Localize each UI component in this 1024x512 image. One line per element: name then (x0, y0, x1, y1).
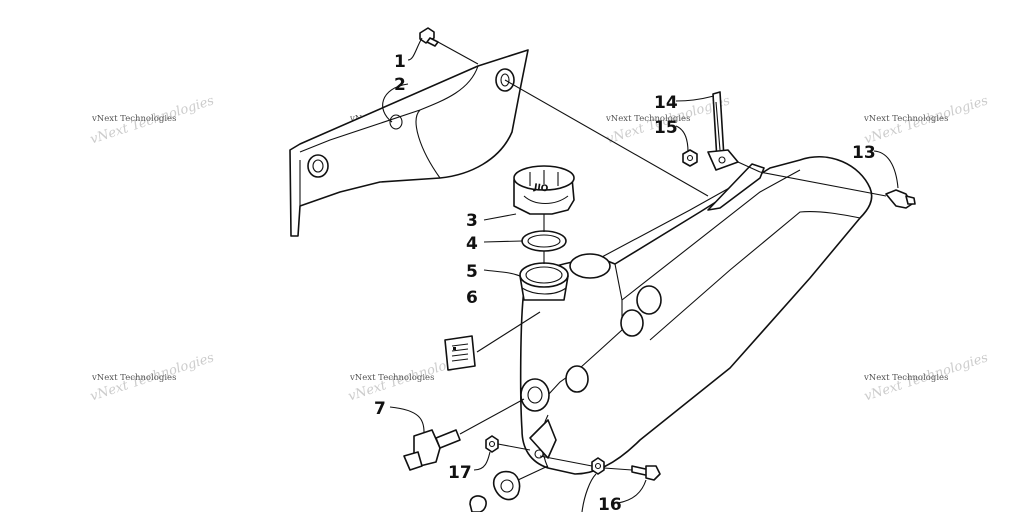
label-mark (453, 347, 456, 350)
bolt-part-13 (885, 189, 916, 209)
fuel-valve-part-7 (403, 398, 525, 471)
fuel-tank (519, 156, 873, 475)
fuel-label-part-6 (444, 335, 476, 371)
assembly-lines (497, 79, 887, 481)
nut-part-15 (682, 149, 698, 167)
leader-line (437, 41, 479, 65)
callout-2: 2 (394, 75, 406, 95)
bolt-part-1 (419, 27, 439, 47)
leader-lines (382, 37, 899, 512)
callout-17: 17 (448, 463, 472, 483)
watermark: vNext Technologies (91, 114, 176, 124)
fuel-cap-part-3: JIO (513, 165, 575, 215)
callout-15: 15 (654, 118, 678, 138)
fuel-cap-marking: JIO (532, 183, 549, 195)
callout-16: 16 (598, 495, 622, 512)
nut-part-17 (485, 435, 499, 453)
watermark: vNext Technologies (605, 114, 690, 124)
callouts: 1 2 3 4 5 6 7 13 14 15 16 17 (374, 52, 876, 512)
heat-shield (289, 49, 529, 237)
callout-7: 7 (374, 399, 386, 419)
callout-14: 14 (654, 93, 678, 113)
watermark: vNext Technologies (863, 373, 948, 383)
bolt-part-16 (631, 465, 661, 481)
strap-part-14 (707, 91, 739, 171)
callout-4: 4 (466, 234, 478, 254)
callout-6: 6 (466, 288, 478, 308)
nut-part-16 (591, 457, 605, 475)
callout-3: 3 (466, 211, 478, 231)
watermark: vNext Technologies (91, 373, 176, 383)
filler-neck-part-5 (519, 262, 569, 301)
watermark: vNext Technologies (863, 114, 948, 124)
callout-5: 5 (466, 262, 478, 282)
o-ring-part-4 (521, 230, 567, 252)
watermark: vNext Technologies (349, 373, 434, 383)
callout-13: 13 (852, 143, 876, 163)
callout-1: 1 (394, 52, 406, 72)
grommet (469, 470, 521, 512)
